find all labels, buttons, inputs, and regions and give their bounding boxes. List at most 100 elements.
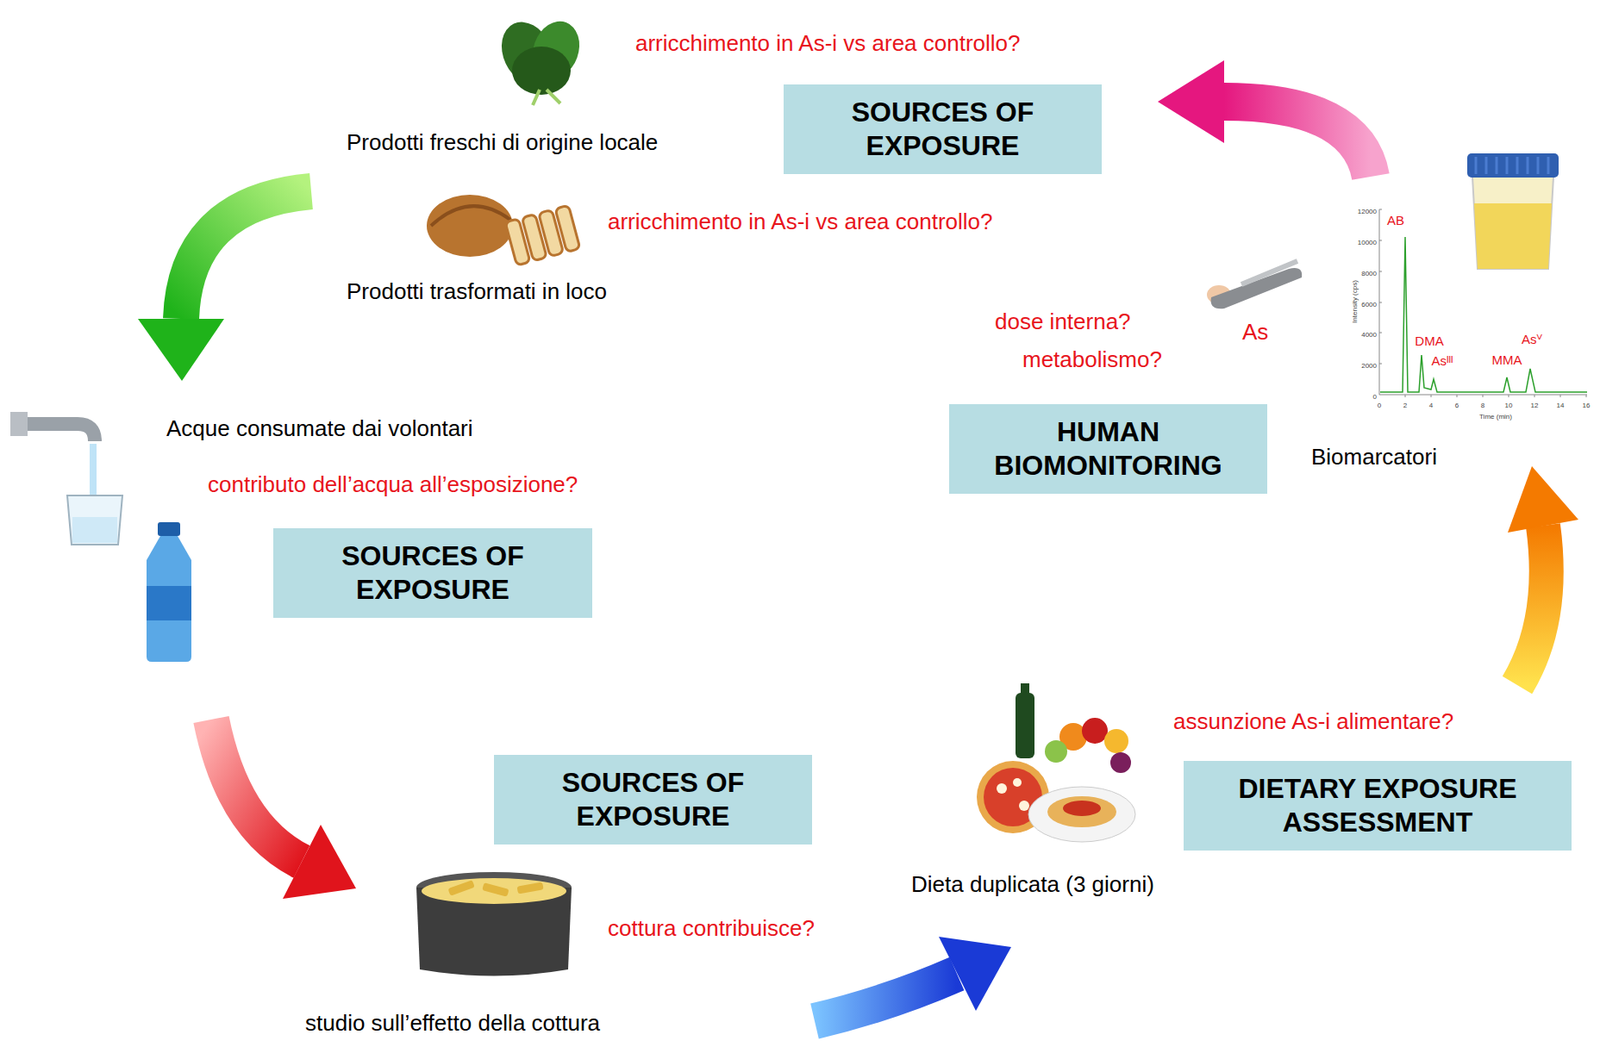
axis-title: Intensity (cps) <box>1350 280 1359 324</box>
label-slot: AB <box>1387 212 1405 229</box>
bottle-image-part <box>157 522 181 537</box>
bottle-image-part <box>146 536 192 663</box>
axis-tick: 4000 <box>1361 331 1377 339</box>
axis-tick: 10 <box>1505 401 1513 410</box>
label-slot: Prodotti trasformati in loco <box>346 279 607 306</box>
label-slot: contributo dell’acqua all’esposizione? <box>207 472 578 499</box>
label-slot: Acque consumate dai volontari <box>166 416 474 443</box>
question-label: cottura contribuisce? <box>607 916 815 943</box>
cycle-arrow-pink-part <box>1157 60 1225 144</box>
axis-tick: 16 <box>1582 401 1591 410</box>
tap-glass-image-part <box>10 412 28 437</box>
question-label: dose interna? <box>994 309 1132 336</box>
question-label: arricchimento in As-i vs area controllo? <box>635 31 1021 57</box>
label-slot: cottura contribuisce? <box>607 916 815 943</box>
food-image-part <box>1015 693 1035 759</box>
peak-label: MMA <box>1492 352 1523 368</box>
food-image-part <box>1018 800 1030 812</box>
peak-label: DMA <box>1414 333 1444 349</box>
cycle-arrow-red-part <box>282 825 357 900</box>
axis-tick: 4 <box>1429 401 1433 410</box>
urine-cup-image <box>1467 153 1559 269</box>
question-label: assunzione As-i alimentare? <box>1173 709 1454 736</box>
pasta-pot-image <box>416 872 572 977</box>
axis-tick: 6000 <box>1361 300 1377 309</box>
urine-cup-image-part <box>1474 203 1552 269</box>
label-slot: 0 <box>1373 387 1377 403</box>
food-image-part <box>1012 778 1022 788</box>
axis-tick: 2 <box>1403 401 1407 410</box>
cycle-arrow-orange-part <box>1507 466 1579 533</box>
question-label: arricchimento in As-i vs area controllo? <box>607 209 994 236</box>
peak-label: Asⱽ <box>1521 331 1543 347</box>
label-slot: 2000 <box>1361 356 1377 372</box>
question-label: contributo dell’acqua all’esposizione? <box>207 472 578 499</box>
chromatogram-plot <box>1379 209 1588 398</box>
stage-title: SOURCES OF EXPOSURE <box>290 539 575 607</box>
caption-label: Prodotti trasformati in loco <box>346 279 607 306</box>
label-slot: As <box>1242 319 1269 346</box>
label-slot: arricchimento in As-i vs area controllo? <box>607 209 994 236</box>
cycle-arrow-orange-part <box>1517 525 1547 686</box>
cycle-arrow-green-part <box>137 318 225 382</box>
cycle-arrow-pink-part <box>1224 101 1371 177</box>
axis-tick: 2000 <box>1361 362 1377 370</box>
label-slot: 4000 <box>1361 325 1377 341</box>
cycle-arrow-green <box>137 191 312 382</box>
caption-label: Dieta duplicata (3 giorni) <box>911 872 1155 899</box>
label-slot: Asᴵᴵᴵ <box>1431 353 1453 369</box>
bottle-image <box>146 522 192 663</box>
label-slot: DMA <box>1414 333 1444 350</box>
label-slot: 10 <box>1505 395 1513 412</box>
bottle-image-part <box>146 586 192 621</box>
stage-box: DIETARY EXPOSURE ASSESSMENT <box>1183 761 1572 851</box>
axis-tick: 6 <box>1455 401 1459 410</box>
peak-label: Asᴵᴵᴵ <box>1431 353 1453 369</box>
cycle-arrow-blue-part <box>938 937 1012 1012</box>
bread-image-part <box>505 205 581 266</box>
tap-glass-image <box>10 412 123 545</box>
label-slot: 6 <box>1455 395 1459 412</box>
element-label: As <box>1242 319 1269 346</box>
stage-title: DIETARY EXPOSURE ASSESSMENT <box>1200 772 1555 840</box>
spinach-image-part <box>532 89 561 106</box>
stage-box: SOURCES OF EXPOSURE <box>493 755 813 845</box>
food-image-part <box>1062 800 1101 817</box>
label-slot: assunzione As-i alimentare? <box>1173 709 1454 736</box>
food-image <box>976 683 1136 843</box>
axis-tick: 0 <box>1373 393 1377 401</box>
label-slot: Asⱽ <box>1521 331 1543 348</box>
bread-image-part <box>426 194 513 257</box>
chromatogram-plot-part <box>1379 209 1382 364</box>
urine-cup-image-part <box>1467 153 1559 178</box>
cycle-arrow-pink <box>1157 60 1371 177</box>
label-slot: 2 <box>1403 395 1407 412</box>
label-slot: 6000 <box>1361 294 1377 311</box>
axis-tick: 0 <box>1377 401 1382 410</box>
stage-title: SOURCES OF EXPOSURE <box>511 766 795 834</box>
label-slot: studio sull’effetto della cottura <box>305 1011 600 1038</box>
stage-box: SOURCES OF EXPOSURE <box>273 528 593 619</box>
label-slot: metabolismo? <box>1022 347 1163 374</box>
bread-image-part <box>431 206 511 226</box>
food-image-part <box>1044 740 1068 763</box>
label-slot: Intensity (cps) <box>1344 280 1361 324</box>
label-slot: 12 <box>1531 395 1539 412</box>
chromatogram-plot-part <box>1405 394 1587 398</box>
label-slot: Dieta duplicata (3 giorni) <box>911 872 1155 899</box>
stage-box: HUMAN BIOMONITORING <box>949 404 1268 494</box>
label-slot: 10000 <box>1357 232 1377 249</box>
food-image-part <box>1104 729 1129 754</box>
question-label: metabolismo? <box>1022 347 1163 374</box>
label-slot: 12000 <box>1357 201 1377 218</box>
caption-label: Acque consumate dai volontari <box>166 416 474 443</box>
label-slot: Biomarcatori <box>1311 444 1438 471</box>
label-slot: MMA <box>1492 352 1523 369</box>
axis-tick: 12 <box>1531 401 1539 410</box>
chromatogram-plot-part <box>1380 237 1588 393</box>
label-slot: 8000 <box>1361 263 1377 280</box>
bread-image <box>426 194 581 266</box>
cycle-arrow-red <box>211 719 357 900</box>
bread-image-part-part <box>555 205 581 252</box>
label-slot: 16 <box>1582 395 1591 412</box>
